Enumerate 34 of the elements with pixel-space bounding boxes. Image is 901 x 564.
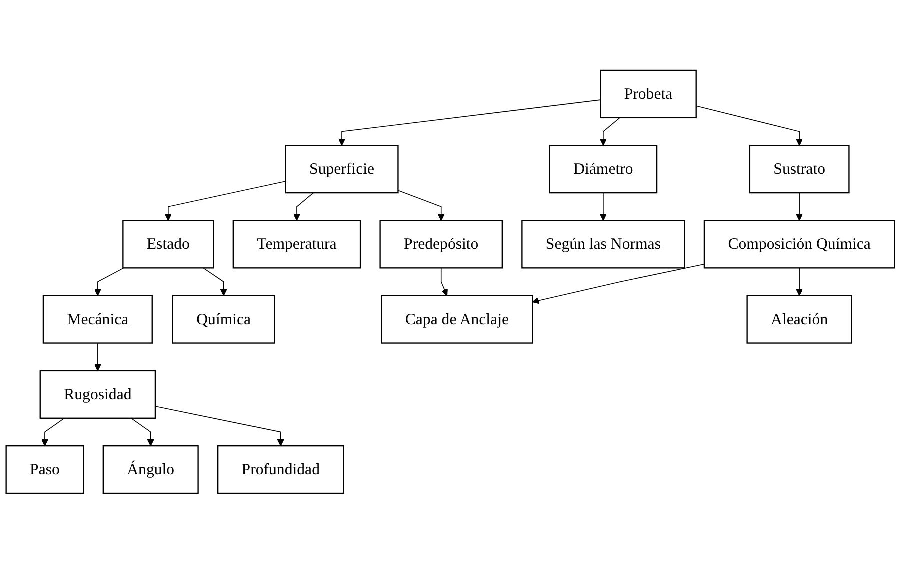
arrow	[155, 406, 284, 446]
node-box: Superficie	[285, 145, 399, 194]
node-box: Probeta	[600, 70, 697, 119]
node-box: Estado	[122, 220, 214, 269]
arrow	[94, 268, 124, 296]
arrow	[42, 418, 65, 446]
arrow	[203, 268, 228, 296]
arrow	[440, 268, 448, 296]
node-box: Aleación	[746, 295, 852, 344]
arrow	[796, 192, 804, 222]
node-box: Sustrato	[749, 145, 850, 194]
arrow	[94, 342, 102, 372]
node-box: Según las Normas	[522, 220, 686, 269]
node-box: Rugosidad	[40, 370, 156, 419]
node-box: Diámetro	[549, 145, 658, 194]
node-box: Ángulo	[102, 445, 199, 494]
arrow	[532, 264, 705, 304]
node-box: Profundidad	[217, 445, 344, 494]
arrow	[696, 106, 804, 146]
arrow	[338, 100, 601, 146]
arrow	[130, 418, 154, 446]
node-box: Composición Química	[704, 220, 896, 269]
arrow	[796, 268, 804, 296]
arrow	[600, 118, 620, 146]
arrow	[164, 181, 286, 222]
arrow	[398, 190, 445, 222]
node-box: Mecánica	[42, 295, 153, 344]
arrow	[294, 192, 314, 222]
node-box: Temperatura	[232, 220, 362, 269]
node-box: Capa de Anclaje	[381, 295, 534, 344]
node-box: Paso	[6, 445, 84, 494]
node-box: Química	[172, 295, 276, 344]
arrow	[600, 192, 607, 222]
node-box: Predepósito	[380, 220, 504, 269]
